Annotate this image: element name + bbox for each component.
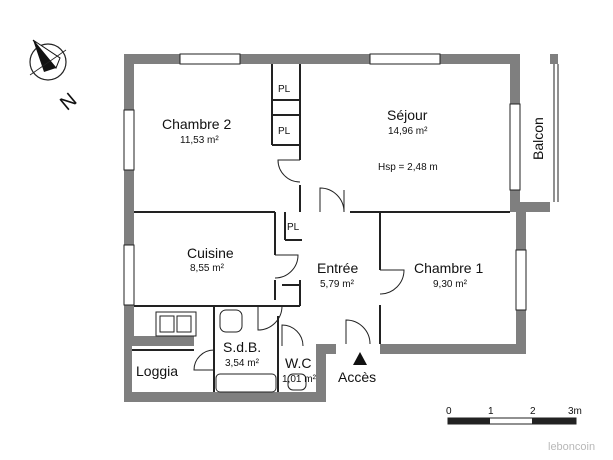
room-name-loggia: Loggia [136,363,178,379]
scale-label-1: 1 [488,406,494,417]
door-swings [193,159,405,371]
room-area-chambre1: 9,30 m² [433,279,468,290]
windows [123,53,527,311]
closet-label-2: PL [278,126,291,137]
room-name-cuisine: Cuisine [187,245,234,261]
room-area-cuisine: 8,55 m² [190,263,225,274]
room-name-chambre2: Chambre 2 [162,116,231,132]
compass-icon [29,39,67,81]
room-area-sejour: 14,96 m² [388,126,428,137]
room-name-wc: W.C [285,355,311,371]
room-height-sejour: Hsp = 2,48 m [378,162,438,173]
closet-label-1: PL [278,84,291,95]
room-area-chambre2: 11,53 m² [180,135,219,146]
scale-bar [447,417,577,425]
access-label: Accès [338,369,376,385]
bathtub-icon [215,373,277,393]
scale-label-0: 0 [446,406,452,417]
scale-label-3: 3m [568,406,582,417]
toilet-icon [287,373,307,391]
room-area-entree: 5,79 m² [320,279,355,290]
compass-north-label: N [56,89,81,115]
watermark: leboncoin [548,441,595,453]
fixtures [155,309,307,393]
room-name-balcon: Balcon [530,117,546,160]
room-name-entree: Entrée [317,260,358,276]
room-area-sdb: 3,54 m² [225,358,260,369]
balcony-railing [553,64,559,202]
room-area-wc: 1,01 m² [282,374,317,385]
room-name-sejour: Séjour [387,107,428,123]
washbasin-icon [219,309,243,333]
access-arrow-icon [353,352,367,365]
closet-label-3: PL [287,222,300,233]
room-name-sdb: S.d.B. [223,339,261,355]
scale-label-2: 2 [530,406,536,417]
room-name-chambre1: Chambre 1 [414,260,483,276]
